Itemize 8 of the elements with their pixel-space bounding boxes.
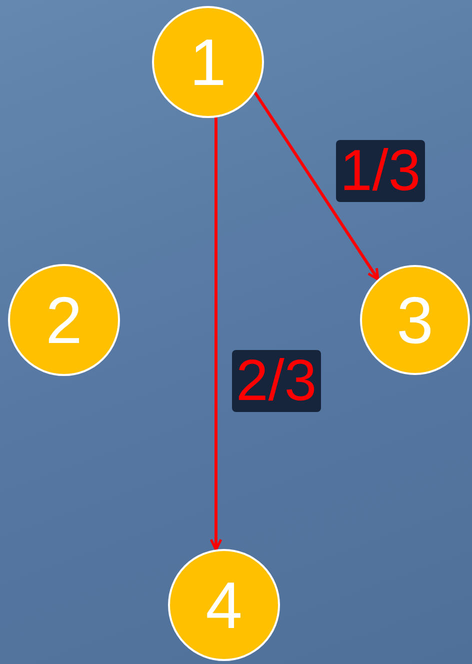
arrow xyxy=(210,117,222,551)
edge-label: 1/3 xyxy=(336,140,425,202)
node-number: 1 xyxy=(190,29,226,95)
arrow xyxy=(254,92,380,281)
node-number: 2 xyxy=(46,287,82,353)
edge-label: 2/3 xyxy=(232,350,321,412)
node-number: 3 xyxy=(396,287,434,353)
node-number: 4 xyxy=(206,572,242,638)
